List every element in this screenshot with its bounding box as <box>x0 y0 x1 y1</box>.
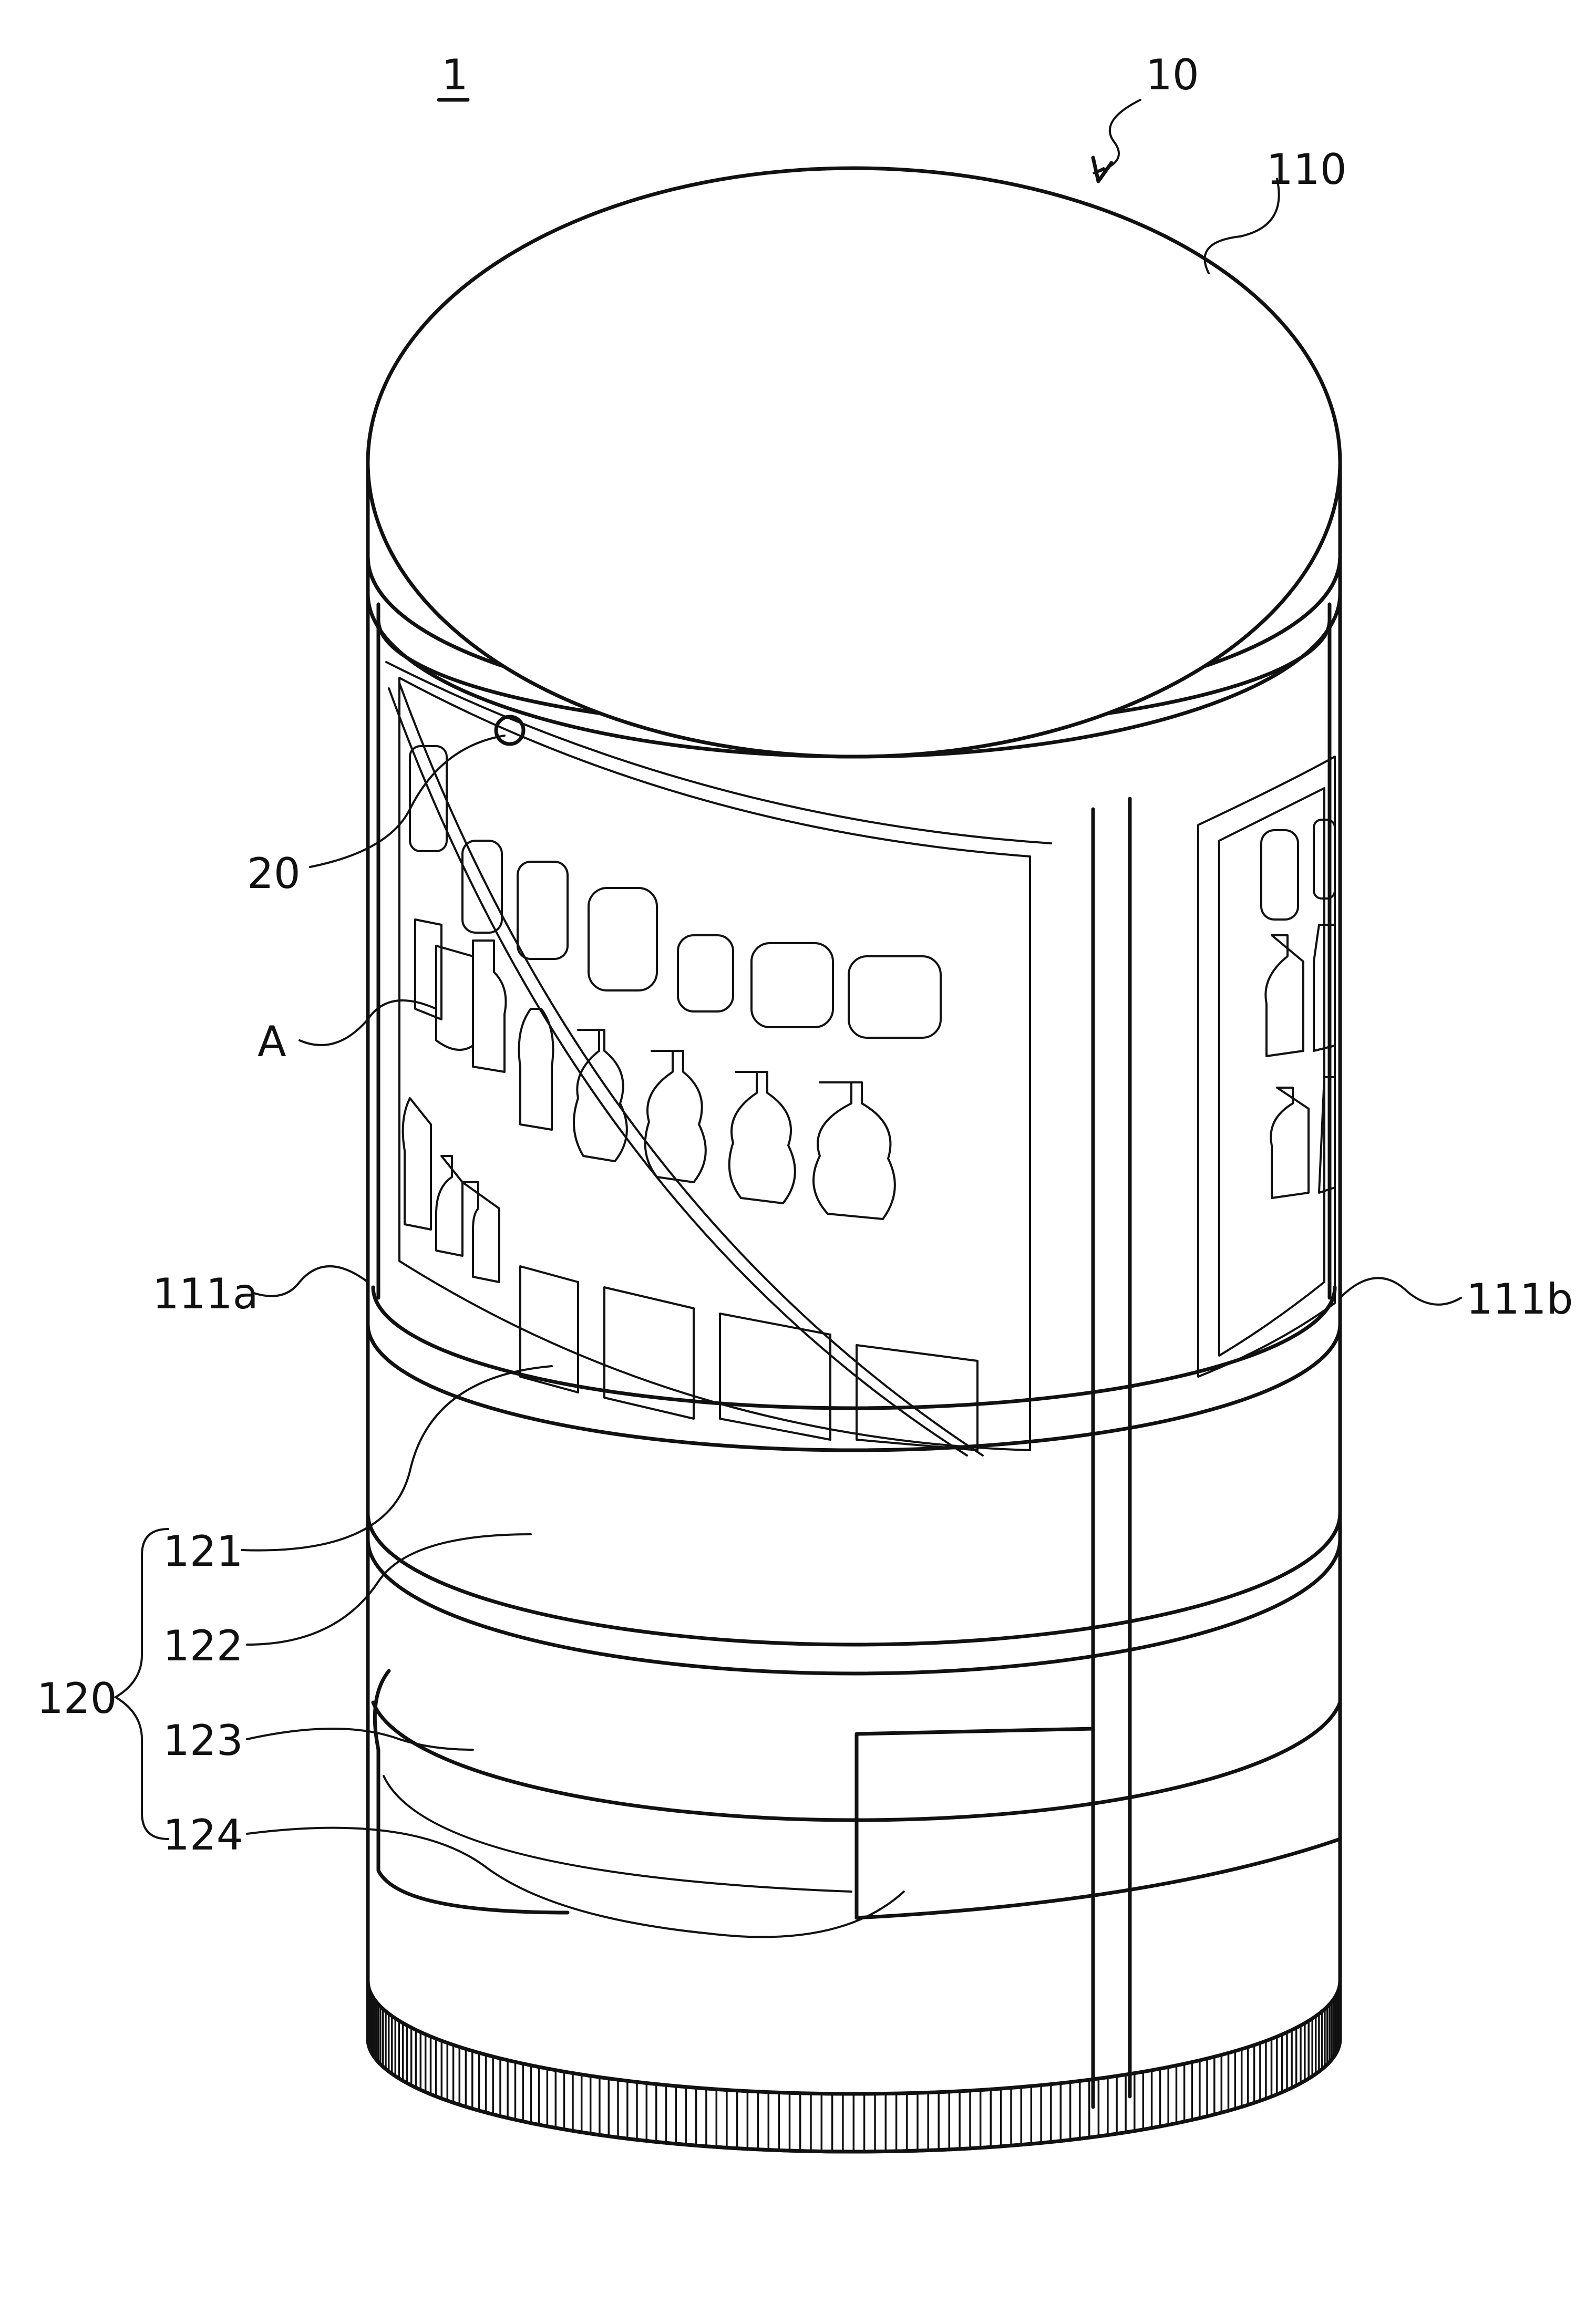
reference-labels: 1 10 110 20 A 111a 111b 121 122 120 123 … <box>37 50 1573 1860</box>
label-110: 110 <box>1266 145 1347 194</box>
label-111b: 111b <box>1466 1275 1573 1324</box>
display-screen-front <box>385 661 1052 1457</box>
display-screen-side <box>1197 756 1336 1378</box>
label-10: 10 <box>1146 50 1199 99</box>
label-111a: 111a <box>152 1269 259 1318</box>
label-120: 120 <box>37 1674 117 1723</box>
label-121: 121 <box>163 1527 243 1576</box>
label-123: 123 <box>163 1716 243 1765</box>
cylinder-body <box>366 466 1342 2096</box>
label-A: A <box>258 1017 286 1066</box>
sensor-circle <box>494 715 526 746</box>
lower-section <box>371 1669 1342 1920</box>
middle-band <box>366 1511 1342 1676</box>
label-20: 20 <box>247 849 301 898</box>
vertical-seam <box>1091 797 1132 2109</box>
figure-number-label: 1 <box>441 50 468 99</box>
top-lid <box>366 166 1342 759</box>
label-122: 122 <box>163 1621 243 1670</box>
leader-lines <box>114 99 1462 1938</box>
label-124: 124 <box>163 1811 243 1860</box>
